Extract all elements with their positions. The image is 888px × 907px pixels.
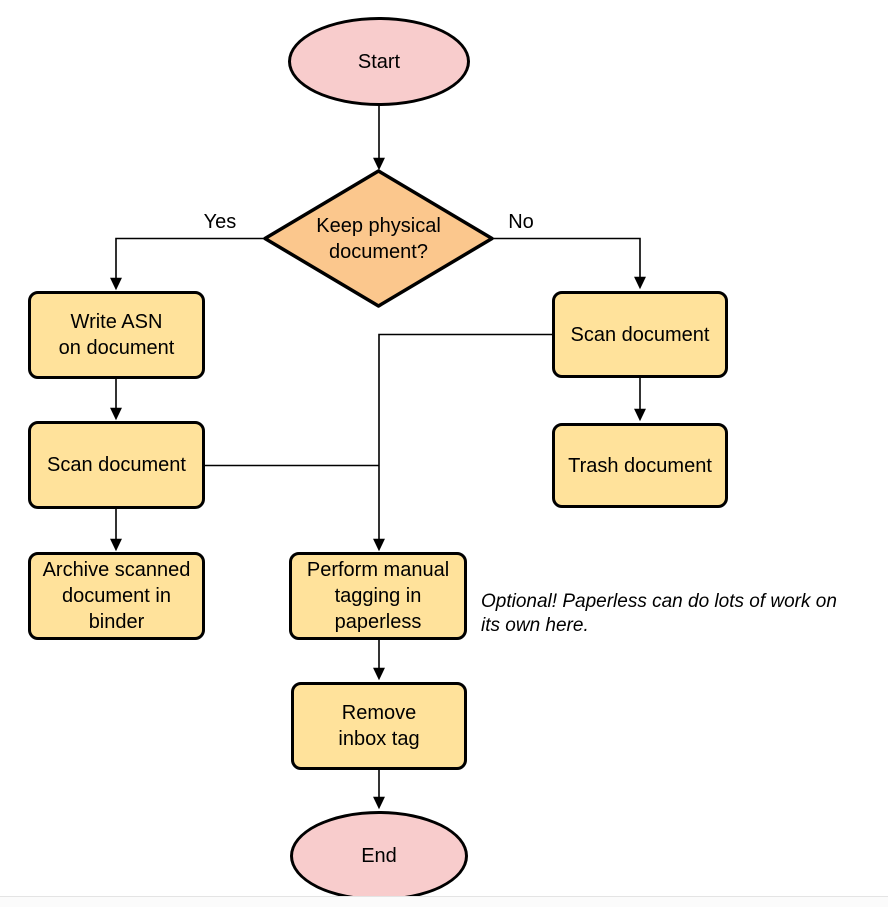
edge-decision-no-to-scan-right <box>492 237 646 290</box>
node-archive-binder: Archive scanned document in binder <box>28 552 205 640</box>
node-scan-document-left-label: Scan document <box>47 454 186 476</box>
node-start: Start <box>288 17 470 106</box>
node-manual-tagging: Perform manual tagging in paperless <box>289 552 467 640</box>
node-end: End <box>290 811 468 901</box>
node-trash-document-label: Trash document <box>568 454 712 477</box>
node-scan-document-left: Scan document <box>28 421 205 509</box>
node-remove-inbox-tag: Remove inbox tag <box>291 682 467 770</box>
edge-label-no: No <box>508 211 534 233</box>
node-decision-label: Keep physical document? <box>316 214 441 263</box>
node-scan-document-right-label: Scan document <box>570 323 710 346</box>
page-below-edge-strip <box>0 897 888 907</box>
decision-diamond-shape <box>263 169 494 308</box>
node-end-label: End <box>361 845 397 867</box>
edge-scan-right-to-manual-tagging <box>373 333 552 552</box>
node-decision-keep-physical: Keep physical document? <box>265 171 492 306</box>
node-write-asn-label: Write ASN on document <box>58 311 175 359</box>
edge-label-yes: Yes <box>203 211 237 233</box>
optional-note: Optional! Paperless can do lots of work … <box>481 591 837 636</box>
node-trash-document: Trash document <box>552 423 728 508</box>
node-start-label: Start <box>357 50 401 73</box>
node-remove-inbox-tag-label: Remove inbox tag <box>338 702 420 750</box>
page-bottom-edge-line <box>0 896 888 897</box>
node-write-asn: Write ASN on document <box>28 291 205 379</box>
node-manual-tagging-label: Perform manual tagging in paperless <box>306 559 450 633</box>
node-archive-binder-label: Archive scanned document in binder <box>42 559 191 633</box>
edge-decision-yes-to-write-asn <box>110 237 265 291</box>
node-scan-document-right: Scan document <box>552 291 728 378</box>
